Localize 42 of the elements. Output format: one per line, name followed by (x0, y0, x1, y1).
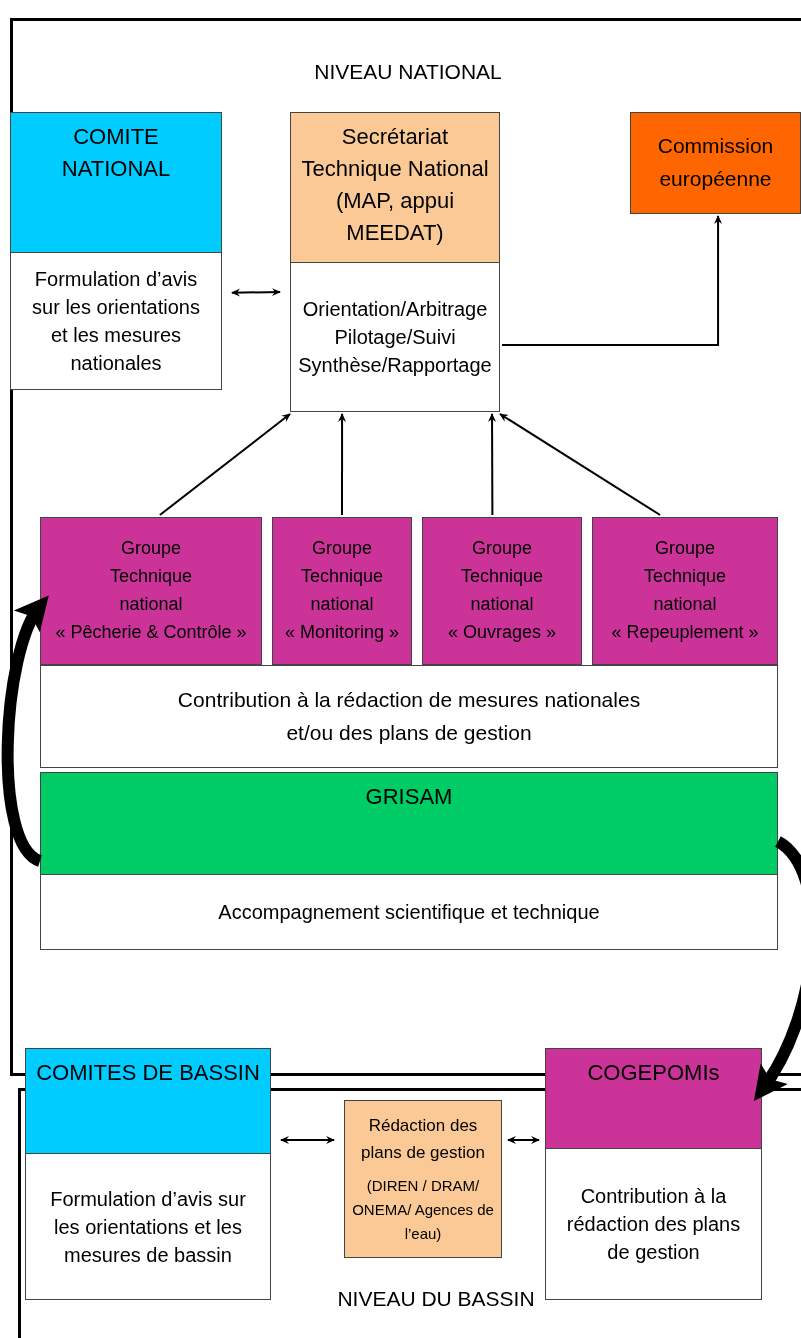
arrow (280, 1135, 335, 1144)
group-box (422, 517, 582, 665)
arrow (338, 413, 347, 516)
process-box (344, 1100, 502, 1258)
group-title: Groupe Technique national (642, 537, 728, 616)
info-box (545, 1048, 762, 1300)
info-box (10, 112, 222, 390)
body-text: Contribution à la rédaction des plans de gestion (565, 1184, 742, 1265)
body-text: Formulation d’avis sur les orientations et les mesures nationales (31, 267, 201, 376)
arrow (507, 1136, 540, 1144)
group-topic: « Pêcherie & Contrôle » (55, 620, 247, 644)
header-band: COMITE NATIONAL (11, 113, 221, 253)
process-box: Contribution à la rédaction de mesures nationales et/ou des plans de gestion (40, 665, 778, 768)
group-topic: « Monitoring » (284, 620, 400, 644)
arrow (501, 215, 723, 347)
group-box (592, 517, 778, 665)
body-text: Formulation d’avis sur les orientations et les mesures de bassin (49, 1186, 247, 1268)
group-box (40, 517, 262, 665)
group-title: Groupe Technique national (108, 537, 194, 616)
box-title: Rédaction des plans de gestion (360, 1114, 486, 1164)
arrow (231, 288, 281, 297)
group-topic: « Ouvrages » (447, 620, 557, 644)
header-band: COMITES DE BASSIN (26, 1049, 270, 1154)
arrow (488, 413, 497, 516)
arrow (158, 413, 291, 516)
level-title: NIVEAU DU BASSIN (336, 1286, 536, 1312)
group-topic: « Repeuplement » (611, 620, 759, 644)
info-box (25, 1048, 271, 1300)
body-text: Accompagnement scientifique et technique (218, 900, 600, 925)
box-note: (DIREN / DRAM/ ONEMA/ Agences de l’eau) (351, 1176, 495, 1245)
group-title: Groupe Technique national (299, 537, 385, 616)
header-band: GRISAM (41, 773, 777, 875)
header-band: COGEPOMIs (546, 1049, 761, 1149)
level-title: NIVEAU NATIONAL (313, 59, 503, 85)
group-box (272, 517, 412, 665)
header-band: Secrétariat Technique National (MAP, appui MEEDAT) (291, 113, 499, 263)
info-box (290, 112, 500, 412)
process-box: Commission européenne (630, 112, 801, 214)
info-box (40, 772, 778, 950)
body-text: Orientation/Arbitrage Pilotage/Suivi Synthèse/Rapportage (298, 297, 492, 378)
arrow (499, 413, 662, 516)
group-title: Groupe Technique national (459, 537, 545, 616)
